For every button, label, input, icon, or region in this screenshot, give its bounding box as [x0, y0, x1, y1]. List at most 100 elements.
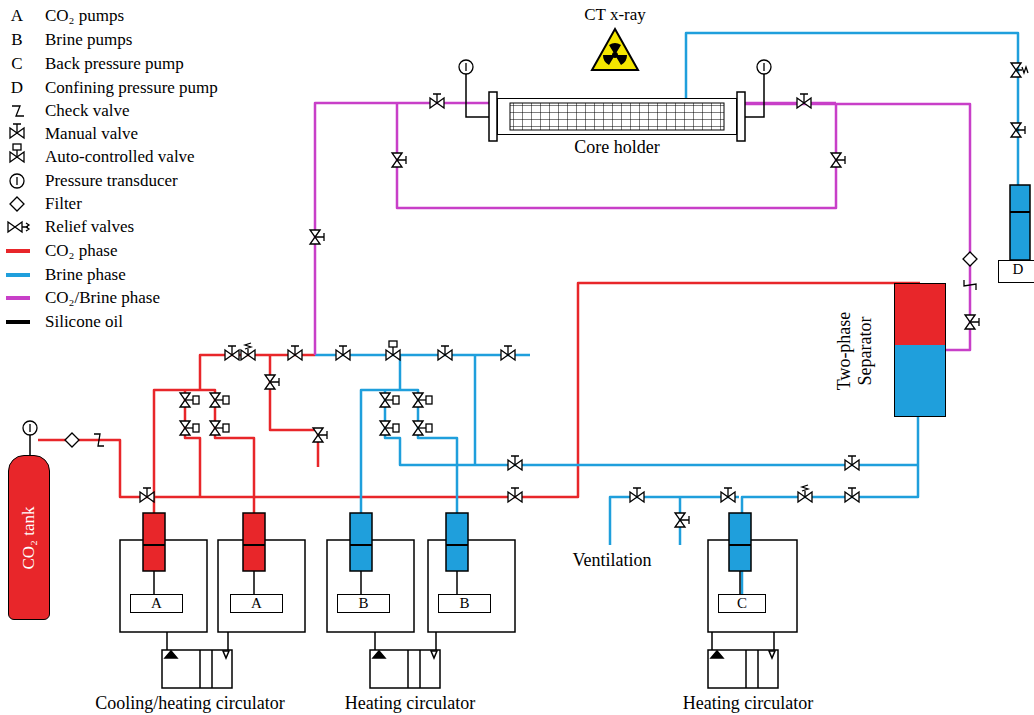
legend-text: Brine phase [45, 265, 126, 285]
pump-cylinder [350, 513, 372, 571]
pump-cylinder [729, 513, 751, 571]
valve-symbol [797, 94, 811, 108]
valve-stem [504, 346, 512, 355]
valve-stem [418, 427, 426, 428]
legend-swatch [6, 296, 30, 300]
legend-text: CO₂ pumps [45, 6, 124, 26]
valve-actuator [393, 396, 399, 404]
piston [729, 544, 751, 546]
valve-spring [245, 343, 251, 355]
tank-label: CO₂ tank [19, 506, 39, 569]
legend-text: Pressure transducer [45, 171, 178, 191]
annotation-label: Heating circulator [683, 693, 813, 714]
circulator-divider [745, 650, 747, 688]
gas-tank: CO₂ tank [8, 455, 50, 620]
piston-rod [153, 571, 155, 594]
pump-label-box: A [130, 594, 183, 613]
valve-actuator [393, 424, 399, 432]
valve-symbol [831, 153, 845, 167]
circulator-mark [223, 651, 229, 658]
valve-stem [836, 156, 845, 164]
valve-symbol [288, 346, 302, 360]
valve-symbol [845, 488, 859, 502]
valve-actuator [193, 396, 199, 404]
circulator-mark [711, 651, 723, 658]
circulator-divider [419, 650, 421, 688]
legend-swatch [6, 320, 30, 324]
valve-stem [228, 346, 236, 355]
circulator-line [167, 632, 228, 650]
piston-rod [739, 571, 741, 594]
pump-letter: A [231, 595, 282, 611]
annotation-label: Ventilation [573, 550, 652, 571]
valve-symbol [392, 153, 406, 167]
pump-label-box: B [438, 594, 491, 613]
valve-stem [185, 427, 193, 428]
valve-stem [1016, 126, 1025, 134]
valve-symbol [210, 421, 229, 435]
legend-text: Manual valve [45, 124, 138, 144]
legend-text: CO₂/Brine phase [45, 288, 160, 308]
valve-stem [970, 318, 979, 326]
circulator-mark [165, 651, 177, 658]
legend-letter: D [11, 78, 23, 98]
valve-symbol [140, 488, 154, 502]
valve-stem [433, 94, 441, 103]
pump-cylinder [446, 513, 468, 571]
pump-cylinder [143, 513, 165, 571]
valve-stem [385, 427, 393, 428]
pump-label-box: B [337, 594, 390, 613]
valve-symbol [413, 421, 432, 435]
pipe-connector [686, 33, 1018, 260]
legend-letter: B [11, 30, 22, 50]
valve-symbol [180, 393, 199, 407]
pump-housing [428, 540, 515, 632]
piston-rod [253, 571, 255, 594]
valve-symbol [798, 485, 812, 502]
valve-actuator [223, 424, 229, 432]
piston [143, 544, 165, 546]
circulator-mark [431, 651, 437, 658]
valve-actuator [193, 424, 199, 432]
valve-stem [633, 488, 641, 497]
legend-text: Filter [45, 194, 82, 214]
circulator-divider [407, 650, 409, 688]
valve-stem [291, 346, 299, 355]
valve-actuator [426, 424, 432, 432]
pump-label-box: C [718, 594, 766, 613]
valve-stem [385, 399, 393, 400]
circulator-line [712, 632, 774, 650]
valve-spring [1016, 67, 1028, 73]
valve-symbol [336, 346, 350, 360]
valve-symbol [501, 346, 515, 360]
valve-stem [318, 431, 327, 439]
valve-stem [848, 488, 856, 497]
valve-symbol [1011, 63, 1028, 77]
valve-stem [339, 346, 347, 355]
legend-text: Back pressure pump [45, 54, 184, 74]
valve-stem [724, 488, 732, 497]
component-label: Core holder [574, 137, 659, 158]
valve-symbol [508, 488, 522, 502]
valve-stem [143, 488, 151, 497]
valve-stem [441, 346, 449, 355]
valve-symbol [210, 393, 229, 407]
pipe-connector [742, 417, 918, 594]
valve-symbol [380, 393, 399, 407]
circulator-divider [199, 650, 201, 688]
valve-stem [315, 233, 324, 241]
pump-label-box: A [230, 594, 283, 613]
legend-text: Auto-controlled valve [45, 147, 195, 167]
legend-swatch [6, 249, 30, 253]
valve-stem [511, 456, 519, 465]
valve-stem [418, 399, 426, 400]
valve-actuator [223, 396, 229, 404]
pump-letter: B [338, 595, 389, 611]
valve-symbol [380, 421, 399, 435]
circulator-divider [757, 650, 759, 688]
piston [446, 544, 468, 546]
valve-stem [680, 516, 689, 524]
piston [243, 544, 265, 546]
valve-stem [215, 399, 223, 400]
valve-symbol [721, 488, 735, 502]
